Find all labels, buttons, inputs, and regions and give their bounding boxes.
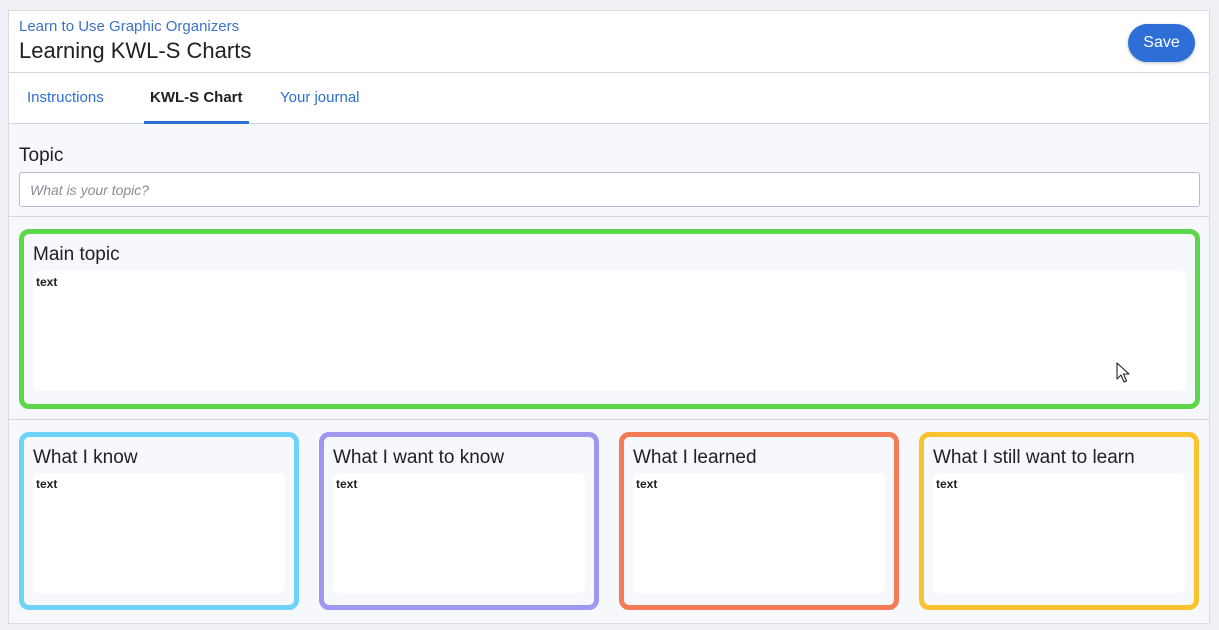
tab-instructions[interactable]: Instructions: [27, 89, 104, 106]
topic-section: Topic: [9, 125, 1209, 217]
what-i-still-want-to-learn-card: What I still want to learn text: [919, 432, 1199, 610]
app-window: Learn to Use Graphic Organizers Learning…: [8, 10, 1210, 624]
topic-label: Topic: [19, 145, 64, 166]
kwl-columns-section: What I know text What I want to know tex…: [9, 421, 1209, 624]
tab-kwl-s-chart[interactable]: KWL-S Chart: [144, 73, 249, 124]
what-i-want-to-know-text-area[interactable]: text: [333, 473, 585, 593]
what-i-learned-title: What I learned: [633, 447, 757, 468]
what-i-still-want-to-learn-title: What I still want to learn: [933, 447, 1135, 468]
what-i-know-title: What I know: [33, 447, 138, 468]
main-topic-title: Main topic: [33, 244, 120, 265]
what-i-want-to-know-title: What I want to know: [333, 447, 505, 468]
main-topic-card: Main topic text: [19, 229, 1200, 409]
breadcrumb[interactable]: Learn to Use Graphic Organizers: [19, 18, 240, 35]
save-button[interactable]: Save: [1128, 24, 1195, 62]
main-topic-section: Main topic text: [9, 218, 1209, 420]
what-i-know-card: What I know text: [19, 432, 299, 610]
what-i-still-want-to-learn-text-area[interactable]: text: [933, 473, 1185, 593]
page-title: Learning KWL-S Charts: [19, 38, 252, 63]
header: Learn to Use Graphic Organizers Learning…: [9, 11, 1209, 73]
what-i-learned-text-area[interactable]: text: [633, 473, 885, 593]
mouse-pointer-icon: [1116, 362, 1130, 383]
what-i-know-text-area[interactable]: text: [33, 473, 285, 593]
main-topic-text-area[interactable]: text: [33, 271, 1186, 391]
what-i-learned-card: What I learned text: [619, 432, 899, 610]
tab-your-journal[interactable]: Your journal: [280, 89, 360, 106]
what-i-want-to-know-card: What I want to know text: [319, 432, 599, 610]
topic-input[interactable]: [19, 172, 1200, 207]
tab-bar: Instructions KWL-S Chart Your journal: [9, 73, 1209, 124]
